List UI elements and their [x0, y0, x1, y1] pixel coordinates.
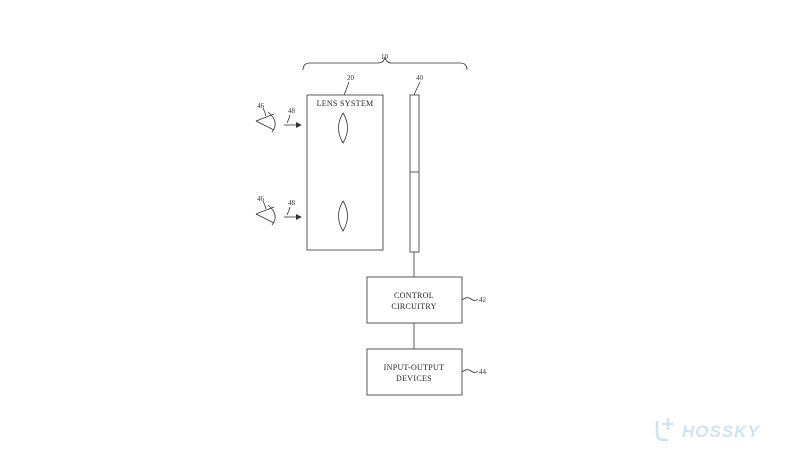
- control-ref-leader: [461, 297, 479, 301]
- ray-arrow-top: [284, 114, 302, 128]
- io-label-line2: DEVICES: [396, 374, 432, 383]
- io-label-line1: INPUT-OUTPUT: [384, 363, 445, 372]
- hossky-watermark: HOSSKY: [655, 418, 760, 442]
- lens-element-bottom: [338, 200, 348, 232]
- control-circuitry-box: [366, 276, 463, 324]
- watermark-text: HOSSKY: [682, 422, 760, 441]
- eye-bottom: [255, 200, 276, 226]
- control-ref-label: 42: [479, 296, 487, 304]
- display-ref-leader: [413, 81, 421, 96]
- io-devices-box: [366, 348, 463, 396]
- lens-system-label: LENS SYSTEM: [317, 99, 374, 108]
- eye-top: [255, 107, 276, 133]
- io-ref-label: 44: [479, 368, 487, 376]
- system-brace: [302, 56, 468, 71]
- control-label-line2: CIRCUITRY: [391, 302, 436, 311]
- lens-system-box: [306, 94, 384, 251]
- lens-element-top: [338, 112, 348, 144]
- display-ref-label: 40: [416, 74, 424, 82]
- display-panel: [409, 94, 420, 253]
- system-ref-label: 10: [381, 53, 389, 61]
- lens-ref-leader: [343, 81, 350, 96]
- ray-top-ref-label: 48: [288, 107, 296, 115]
- ray-arrow-bottom: [284, 206, 302, 220]
- control-label-line1: CONTROL: [394, 291, 434, 300]
- eye-top-ref-label: 46: [257, 102, 265, 110]
- eye-bottom-ref-label: 46: [257, 195, 265, 203]
- lens-ref-label: 20: [347, 74, 355, 82]
- io-ref-leader: [461, 369, 479, 373]
- ray-bottom-ref-label: 48: [288, 199, 296, 207]
- hossky-logo-icon: [655, 418, 673, 442]
